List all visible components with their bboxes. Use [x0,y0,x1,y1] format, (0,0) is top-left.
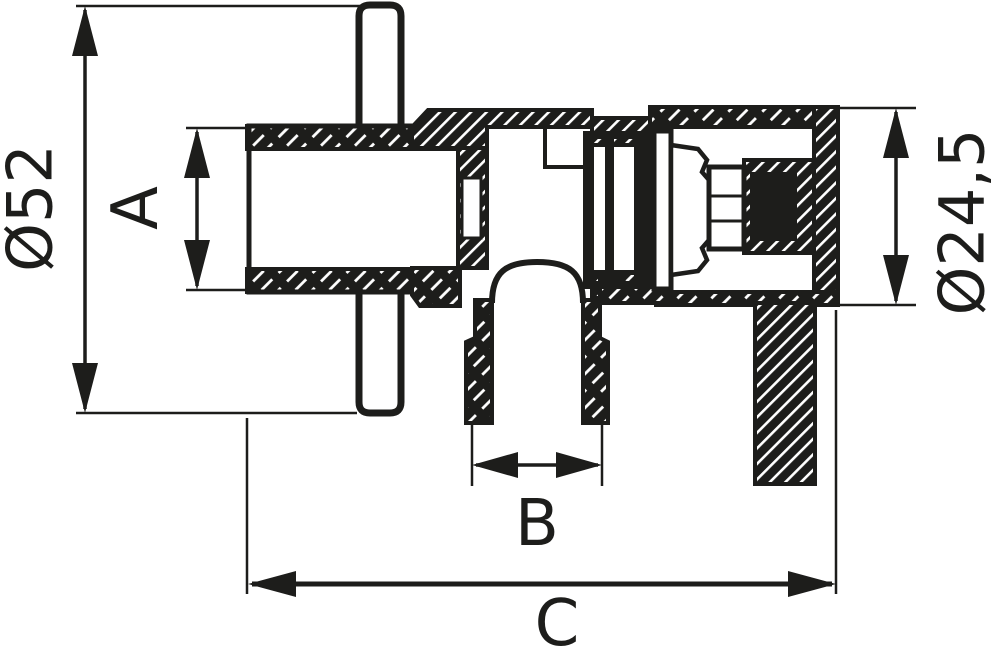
body-top-band-right [648,105,840,129]
dim-extension-lines [840,106,916,307]
dim-arrowheads [184,128,210,290]
dim-extension-lines [76,4,362,415]
cartridge-disc [651,128,674,292]
cartridge-plate-3 [634,131,654,289]
outlet-pipe [464,258,610,425]
flange-bottom-plate [355,287,405,417]
inlet-pipe-outline [246,123,430,295]
seat-window [460,176,483,240]
gland-nut [668,142,712,278]
valve-stem [706,164,747,252]
flange-top-plate [355,1,405,131]
seal-block [750,172,797,241]
inlet-thread-top [245,124,432,151]
dim-overall-width: C [245,310,838,652]
inlet-pipe [245,123,463,295]
dim-label-flange-diameter: Ø52 [0,144,67,272]
body-bottom-wall-left [410,266,462,308]
inlet-bore [247,126,463,292]
dim-extension-lines [245,310,838,594]
dim-arrowheads [72,6,98,413]
dim-label-inlet-diameter: A [99,186,173,230]
dim-bottom-outlet-diameter: B [470,424,604,561]
chamber-step-edge [543,128,583,169]
dim-arrowheads [472,452,602,478]
flange [355,1,405,417]
inlet-thread-bottom [245,267,432,294]
outlet-wall-right [581,298,610,425]
dim-extension-lines [470,424,604,486]
dim-label-outlet-diameter: Ø24,5 [926,129,999,316]
dim-flange-diameter: Ø52 [0,4,362,415]
cartridge-cap-bottom [583,281,654,289]
dim-label-bottom-outlet-diameter: B [515,487,559,561]
body-right-wall [812,105,840,307]
handle-lever [753,301,817,486]
cartridge-plate-1 [583,138,594,282]
outlet-dome [489,258,586,304]
cartridge-cap-top [583,131,654,139]
dim-arrowheads [883,108,909,305]
cartridge-plate-2 [605,131,614,289]
dim-extension-lines [186,126,248,292]
dim-label-overall-width: C [535,587,580,652]
stem-channel-lines [709,194,744,223]
dim-outlet-diameter: Ø24,5 [840,106,999,316]
cartridge [583,128,797,292]
dim-inlet-diameter: A [99,126,248,292]
